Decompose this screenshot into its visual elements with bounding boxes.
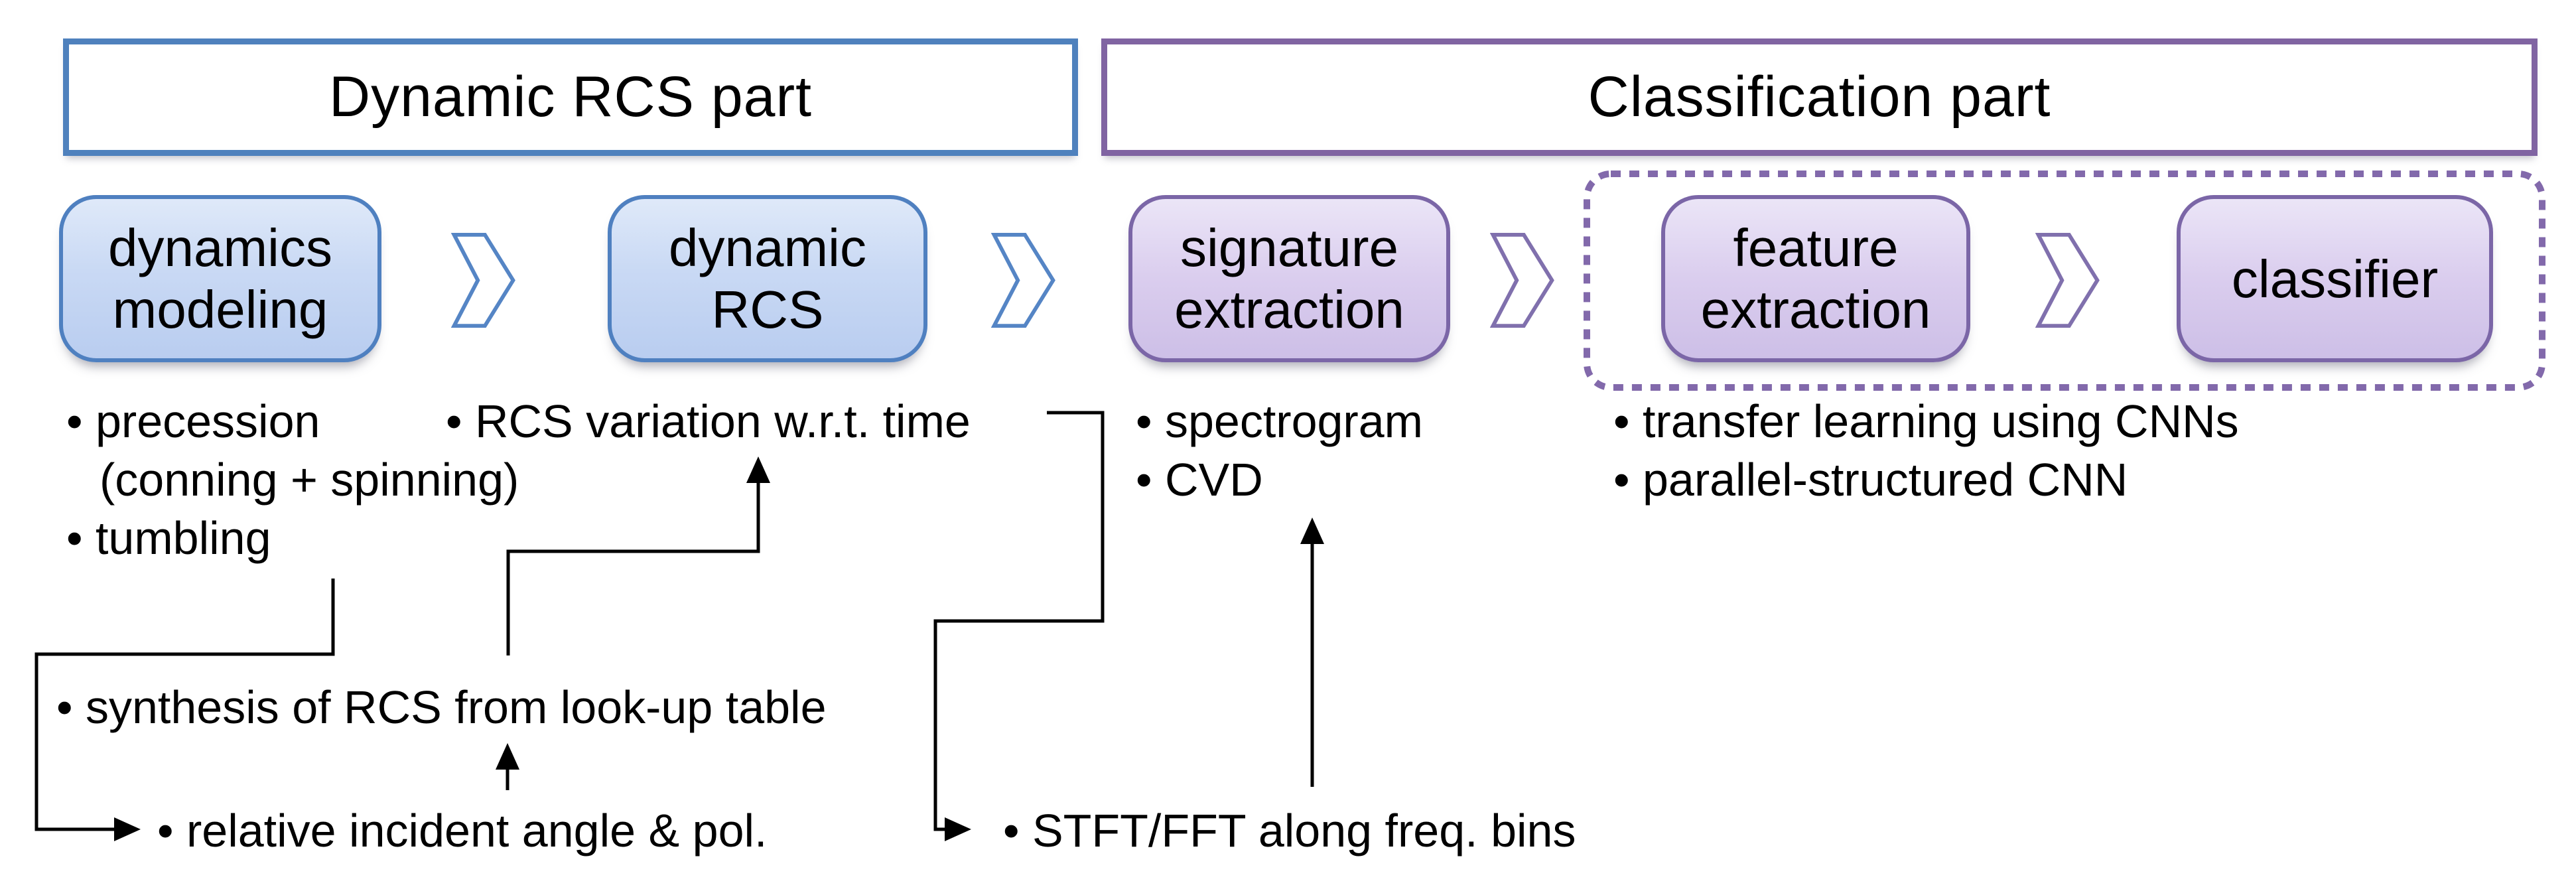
process-box-feature-extraction: feature extraction [1661, 195, 1970, 362]
note-transfer-learning: • transfer learning using CNNs [1613, 395, 2239, 447]
process-box-classifier: classifier [2177, 195, 2493, 362]
note-tumbling: • tumbling [66, 512, 271, 564]
arrowhead-right-stft [945, 817, 971, 841]
note-parallel-cnn: • parallel-structured CNN [1613, 454, 2128, 506]
chevron-right-icon [1490, 232, 1554, 328]
connector-rcs-variation-to-stft [933, 411, 1105, 831]
connector-synthesis-to-rcs-variation [506, 468, 760, 655]
process-box-signature-extraction: signature extraction [1128, 195, 1450, 362]
connector-dynamics-to-relative-incident [34, 579, 335, 831]
note-relative-incident-angle: • relative incident angle & pol. [157, 805, 768, 857]
note-spectrogram: • spectrogram [1136, 395, 1423, 447]
note-conning-spinning: (conning + spinning) [100, 454, 519, 506]
arrowhead-up-signatures [1300, 517, 1324, 544]
note-cvd: • CVD [1136, 454, 1263, 506]
process-box-dynamics-modeling-label: dynamics modeling [108, 218, 332, 339]
process-box-dynamics-modeling: dynamics modeling [59, 195, 381, 362]
section-header-dynamic-rcs-label: Dynamic RCS part [328, 65, 813, 129]
chevron-right-icon [2035, 232, 2100, 328]
chevron-right-icon [451, 232, 515, 328]
section-header-classification-label: Classification part [1588, 65, 2051, 129]
note-synthesis-lookup-table: • synthesis of RCS from look-up table [56, 681, 827, 733]
process-box-signature-extraction-label: signature extraction [1174, 218, 1404, 339]
note-rcs-variation: • RCS variation w.r.t. time [446, 395, 971, 447]
note-precession: • precession [66, 395, 320, 447]
process-box-classifier-label: classifier [2231, 249, 2439, 308]
arrowhead-right-relative-incident [114, 817, 141, 841]
section-header-dynamic-rcs: Dynamic RCS part [63, 38, 1078, 156]
arrowhead-up-rcs-variation [746, 456, 770, 483]
dotted-group-outline [1584, 171, 2545, 391]
process-box-feature-extraction-label: feature extraction [1700, 218, 1931, 339]
process-box-dynamic-rcs: dynamic RCS [608, 195, 927, 362]
section-header-classification: Classification part [1101, 38, 2538, 156]
note-stft-fft: • STFT/FFT along freq. bins [1003, 805, 1576, 857]
chevron-right-icon [991, 232, 1055, 328]
arrowhead-up-synthesis [496, 743, 519, 770]
process-box-dynamic-rcs-label: dynamic RCS [669, 218, 866, 339]
